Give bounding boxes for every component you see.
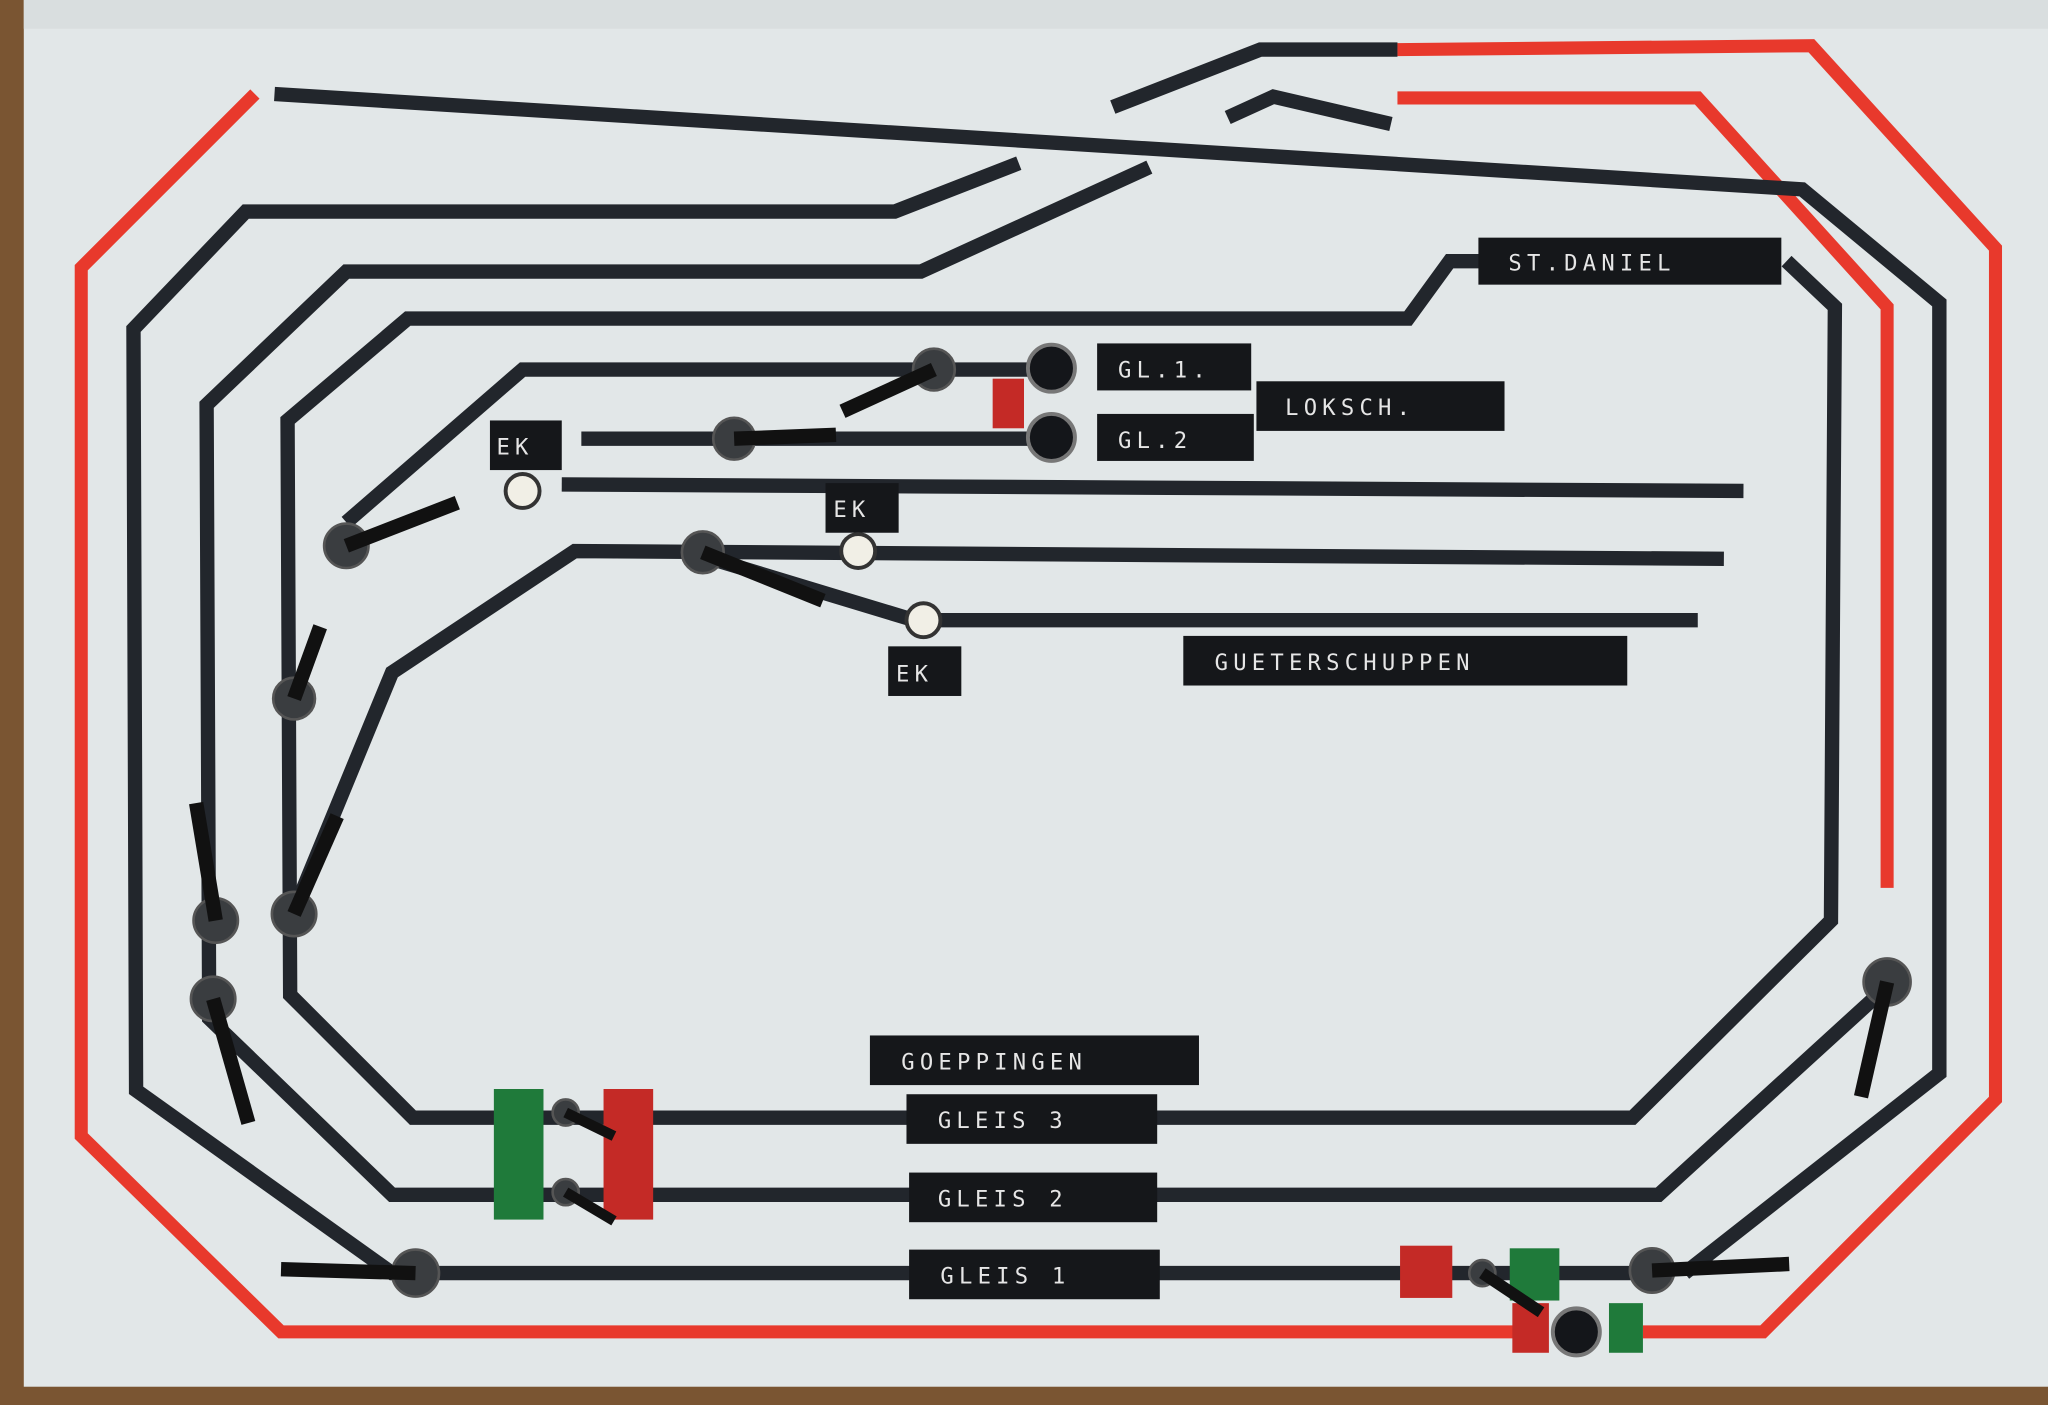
signal-indicator-red: [603, 1089, 654, 1220]
track-top-stub-1: [1110, 42, 1398, 114]
switch-toggle[interactable]: [551, 1098, 617, 1141]
panel-top-edge: [23, 0, 2048, 29]
push-button-black[interactable]: [1025, 342, 1077, 394]
turnout-lever[interactable]: [189, 801, 240, 945]
label-gl1: GL.1.: [1097, 343, 1252, 391]
turnout-lever[interactable]: [1467, 1258, 1545, 1318]
svg-text:EK: EK: [833, 497, 870, 523]
label-st-daniel: ST.DANIEL: [1478, 237, 1782, 285]
signal-indicator-red: [1400, 1245, 1453, 1298]
turnout-lever[interactable]: [189, 975, 256, 1125]
turnout-lever[interactable]: [680, 530, 826, 608]
svg-text:LOKSCH.: LOKSCH.: [1285, 395, 1415, 421]
label-gleis3: GLEIS 3: [906, 1094, 1158, 1144]
svg-text:ST.DANIEL: ST.DANIEL: [1508, 250, 1675, 276]
svg-text:GLEIS 1: GLEIS 1: [940, 1264, 1070, 1290]
track-loksch-gl1: [341, 362, 1032, 528]
svg-text:EK: EK: [896, 662, 933, 688]
label-gueterschuppen: GUETERSCHUPPEN: [1183, 635, 1628, 686]
main-line-right: [1397, 39, 2003, 1339]
track-outer-top: [274, 86, 1947, 1279]
label-gleis1: GLEIS 1: [909, 1249, 1160, 1300]
label-goeppingen: GOEPPINGEN: [869, 1035, 1199, 1086]
turnout-lever[interactable]: [322, 496, 460, 570]
signal-indicator-green: [1608, 1303, 1643, 1353]
svg-text:GLEIS 3: GLEIS 3: [938, 1108, 1068, 1134]
push-button-white[interactable]: [839, 532, 878, 570]
signal-indicator-green: [493, 1089, 544, 1220]
svg-text:GUETERSCHUPPEN: GUETERSCHUPPEN: [1215, 650, 1475, 676]
push-button-black[interactable]: [1550, 1306, 1602, 1358]
track-loop-3: [199, 160, 1886, 1202]
track-siding-2: [291, 543, 1724, 904]
track-top-stub-2: [1224, 89, 1393, 132]
turnout-lever[interactable]: [271, 624, 327, 721]
svg-text:GLEIS 2: GLEIS 2: [938, 1187, 1068, 1213]
turnout-lever[interactable]: [1628, 1247, 1790, 1295]
svg-text:GOEPPINGEN: GOEPPINGEN: [901, 1049, 1087, 1075]
svg-text:GL.2: GL.2: [1118, 428, 1192, 454]
track-siding-1: [561, 477, 1744, 499]
push-button-white[interactable]: [503, 472, 542, 510]
svg-text:EK: EK: [496, 434, 533, 460]
signal-indicator-red: [992, 378, 1024, 429]
turnout-lever[interactable]: [1853, 957, 1912, 1099]
turnout-lever[interactable]: [280, 1248, 441, 1298]
label-ek-2: EK: [825, 483, 899, 533]
label-ek-3: EK: [888, 646, 962, 696]
label-loksch: LOKSCH.: [1256, 381, 1505, 431]
push-button-white[interactable]: [904, 601, 943, 640]
label-ek-1: EK: [489, 420, 562, 471]
label-gl2: GL.2: [1097, 413, 1254, 461]
label-gleis2: GLEIS 2: [909, 1172, 1158, 1223]
main-line-inner: [1397, 91, 1894, 888]
switch-toggle[interactable]: [551, 1177, 617, 1226]
turnout-lever[interactable]: [839, 347, 957, 418]
main-line-outer: [74, 89, 1522, 1339]
turnout-lever[interactable]: [711, 416, 837, 461]
track-st-daniel: [280, 253, 1843, 1125]
turnout-lever[interactable]: [270, 813, 344, 938]
svg-text:GL.1.: GL.1.: [1118, 357, 1211, 383]
push-button-black[interactable]: [1025, 411, 1077, 463]
